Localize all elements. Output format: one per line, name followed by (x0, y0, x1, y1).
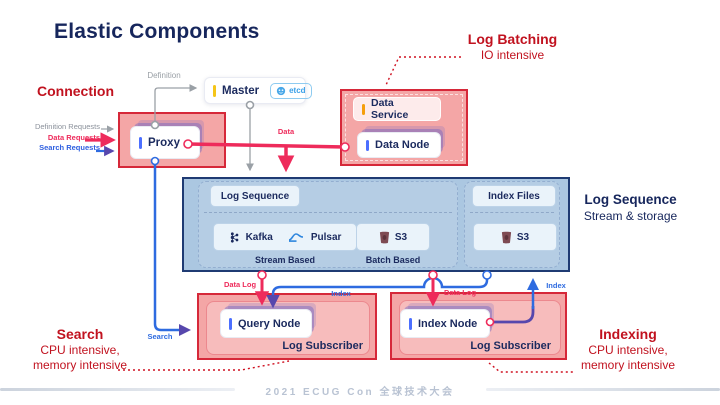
annotation-search: Search CPU intensive, memory intensive (32, 326, 128, 372)
edge-label-index-left: Index (331, 289, 351, 298)
proxy-bar (139, 136, 142, 149)
definition-requests-label: Definition Requests (34, 122, 100, 131)
data-node-bar (366, 139, 369, 151)
query-node-label: Query Node (238, 317, 301, 330)
annotation-log-batching: Log Batching IO intensive (467, 31, 558, 63)
s3-batch-label: S3 (394, 231, 408, 243)
log-subscriber-label: Log Subscriber (282, 340, 363, 352)
edge-label-definition: Definition (147, 71, 181, 80)
etcd-label: etcd (289, 86, 306, 95)
index-node: Index Node (400, 309, 490, 338)
panel-divider-right (470, 212, 554, 213)
request-labels: Definition Requests Data Requests Search… (10, 122, 100, 154)
edge-label-data: Data (277, 127, 295, 136)
s3-icon (379, 231, 389, 243)
log-subscriber-label: Log Subscriber (470, 340, 551, 352)
s3-index-chip: S3 (473, 223, 557, 251)
index-node-label: Index Node (418, 317, 478, 330)
data-node-label: Data Node (375, 139, 430, 151)
master-label: Master (222, 84, 260, 97)
index-node-bar (409, 317, 412, 330)
etcd-icon (276, 86, 286, 95)
kafka-icon (230, 231, 238, 243)
master-bar (213, 84, 216, 97)
footer-line-left (0, 388, 235, 391)
data-service-bar (362, 103, 365, 115)
footer-text: 2021 ECUG Con 全球技术大会 (265, 387, 455, 398)
s3-icon (501, 231, 511, 243)
etcd-badge: etcd (270, 82, 312, 99)
panel-divider-left (204, 212, 452, 213)
s3-batch-chip: S3 (356, 223, 430, 251)
index-files-chip: Index Files (472, 185, 556, 207)
data-service-label: Data Service (371, 97, 409, 121)
edge-label-search: Search (147, 332, 173, 341)
edge-label-index-right: Index (546, 281, 566, 290)
kafka-label: Kafka (245, 231, 273, 243)
annotation-connection: Connection (37, 82, 114, 102)
data-node: Data Node (357, 132, 441, 158)
log-sequence-chip: Log Sequence (210, 185, 300, 207)
annotation-log-sequence: Log Sequence Stream & storage (583, 192, 678, 223)
stream-based-label: Stream Based (254, 255, 316, 265)
connection-label: Connection (37, 83, 114, 99)
dot-batch-bottom (428, 270, 438, 280)
s3-index-label: S3 (516, 231, 530, 243)
search-requests-label: Search Requests (39, 143, 100, 153)
kafka-pulsar-chip: Kafka Pulsar (213, 223, 357, 251)
batch-based-label: Batch Based (365, 255, 421, 265)
query-node-bar (229, 317, 232, 330)
dot-stream-bottom (257, 270, 267, 280)
data-requests-label: Data Requests (47, 132, 100, 142)
annotation-indexing: Indexing CPU intensive, memory intensive (580, 326, 676, 372)
proxy-label: Proxy (148, 136, 180, 149)
master-node: Master etcd (204, 77, 312, 104)
page-title: Elastic Components (54, 20, 260, 43)
proxy-node: Proxy (130, 126, 200, 159)
query-node: Query Node (220, 309, 312, 338)
data-service-node: Data Service (353, 97, 441, 121)
edge-label-data-log-right: Data Log (443, 288, 477, 297)
footer-line-right (486, 388, 720, 391)
edge-label-data-log-left: Data Log (223, 280, 257, 289)
pulsar-icon (288, 232, 303, 242)
dot-indexfiles-bottom (482, 270, 492, 280)
pulsar-label: Pulsar (310, 231, 342, 243)
